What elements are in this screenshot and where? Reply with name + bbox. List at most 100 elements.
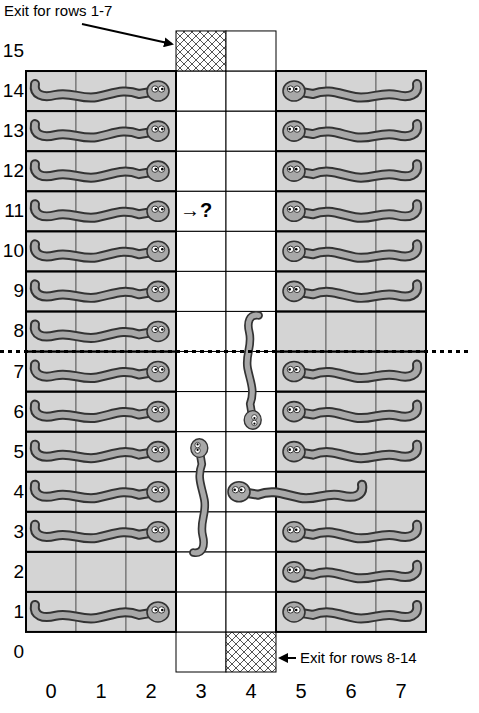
passenger-figure	[35, 81, 169, 101]
passenger-figure	[191, 439, 208, 553]
passenger-figure	[283, 161, 417, 181]
column-number: 0	[26, 680, 76, 703]
row-number: 5	[0, 441, 24, 463]
passenger-figure	[283, 562, 417, 582]
passenger-figure	[283, 201, 417, 221]
passenger-figure	[35, 442, 169, 462]
passenger-figure	[35, 281, 169, 301]
seat-row	[276, 231, 426, 271]
aisle-cell	[226, 552, 276, 592]
passenger-figure	[35, 321, 169, 341]
passenger-figure	[283, 81, 417, 101]
seat-cell	[376, 311, 426, 351]
seat-row	[26, 512, 176, 552]
passenger-figure	[283, 362, 417, 382]
column-number: 5	[276, 680, 326, 703]
aisle-cell	[176, 111, 226, 151]
aisle-cell	[226, 191, 276, 231]
seat-row	[276, 552, 426, 592]
passenger-figure	[35, 161, 169, 181]
row-number: 15	[0, 40, 24, 62]
seat-row	[276, 271, 426, 311]
aisle-cell	[226, 271, 276, 311]
passenger-figure	[283, 522, 417, 542]
seat-row	[276, 352, 426, 392]
aisle-cell	[226, 432, 276, 472]
aisle-cell	[176, 191, 226, 231]
row-number: 12	[0, 160, 24, 182]
passenger-figure	[35, 121, 169, 141]
row-number: 2	[0, 561, 24, 583]
row-number: 4	[0, 481, 24, 503]
passenger-figure	[283, 121, 417, 141]
seat-row	[26, 392, 176, 432]
column-number: 1	[76, 680, 126, 703]
seat-row	[276, 392, 426, 432]
row-number: 9	[0, 280, 24, 302]
passenger-figure	[35, 402, 169, 422]
column-number: 6	[326, 680, 376, 703]
passenger-figure	[283, 442, 417, 462]
seat-row	[276, 311, 426, 351]
seat-row	[276, 592, 426, 632]
seat-row	[276, 432, 426, 472]
divider-line	[0, 350, 472, 353]
passenger-figure	[35, 201, 169, 221]
seat-row	[26, 432, 176, 472]
aisle-cell	[226, 512, 276, 552]
passenger-figure	[283, 402, 417, 422]
row-number: 13	[0, 120, 24, 142]
column-number: 7	[376, 680, 426, 703]
seat-cell	[26, 552, 76, 592]
passenger-figure	[35, 522, 169, 542]
passenger-figure	[283, 241, 417, 261]
row-number: 14	[0, 80, 24, 102]
question-arrow: →?	[180, 199, 212, 222]
row-number: 6	[0, 401, 24, 423]
pointer-arrow	[280, 657, 296, 659]
seat-row	[26, 271, 176, 311]
seat-cell	[276, 311, 326, 351]
aisle-cell	[226, 31, 276, 71]
column-number: 3	[176, 680, 226, 703]
seat-row	[26, 111, 176, 151]
row-number: 10	[0, 240, 24, 262]
seat-row	[26, 352, 176, 392]
aisle-cell	[226, 151, 276, 191]
seat-row	[26, 71, 176, 111]
row-number: 1	[0, 601, 24, 623]
passenger-figure	[35, 602, 169, 622]
aisle-cell	[176, 592, 226, 632]
seat-cell	[376, 472, 426, 512]
seat-row	[276, 111, 426, 151]
passenger-figure	[244, 315, 261, 429]
aisle-cell	[226, 231, 276, 271]
aisle-cell	[226, 592, 276, 632]
seat-row	[276, 191, 426, 231]
seat-row	[276, 71, 426, 111]
passenger-figure	[283, 602, 417, 622]
seat-row	[26, 231, 176, 271]
seat-row	[26, 592, 176, 632]
aisle-cell	[176, 311, 226, 351]
aisle-cell	[176, 632, 226, 672]
row-number: 7	[0, 361, 24, 383]
seat-row	[276, 472, 426, 512]
seat-row	[26, 311, 176, 351]
seat-row	[26, 191, 176, 231]
exit-cell	[226, 632, 276, 672]
seat-row	[276, 512, 426, 552]
row-number: 8	[0, 320, 24, 342]
aisle-cell	[176, 271, 226, 311]
passenger-figure	[35, 482, 169, 502]
aisle-cell	[176, 151, 226, 191]
seat-row	[26, 472, 176, 512]
seat-cell	[126, 552, 176, 592]
seat-row	[276, 151, 426, 191]
passenger-figure	[35, 241, 169, 261]
seat-row	[26, 151, 176, 191]
row-number: 3	[0, 521, 24, 543]
passenger-figure	[35, 362, 169, 382]
exit-label: Exit for rows 8-14	[300, 649, 417, 666]
